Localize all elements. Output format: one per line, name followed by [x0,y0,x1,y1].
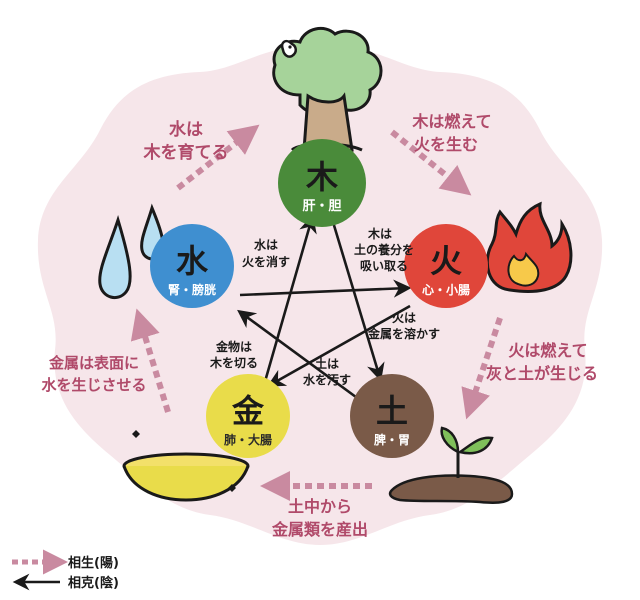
gen-label-fire-earth: 火は燃えて 灰と土が生じる [486,341,598,383]
element-earth: 土 脾・胃 [350,374,434,458]
element-fire-char: 火 [430,242,462,280]
arrow-water-to-wood [176,124,260,191]
legend: 相生(陽) 相克(陰) [12,549,119,591]
element-metal-char: 金 [231,392,265,430]
element-earth-char: 土 [376,392,408,430]
element-water-organs: 腎・膀胱 [168,282,216,297]
gold-bowl-illustration [122,430,250,502]
ctrl-label-earth-water: 土は 水を汚す [303,356,351,387]
gen-wood-fire-line2: 火を生む [414,135,478,154]
gen-water-wood-line1: 水は [169,119,203,140]
gen-fire-earth-line2: 灰と土が生じる [486,364,598,383]
ctrl-fire-metal-line2: 金属を溶かす [367,326,440,341]
element-fire-organs: 心・小腸 [422,282,470,297]
ctrl-label-fire-metal: 火は 金属を溶かす [367,311,440,341]
arrow-wood-controls-earth [328,211,385,382]
gen-metal-water-line2: 水を生じさせる [41,376,146,394]
arrow-fire-controls-metal [266,304,411,387]
ctrl-wood-earth-line2: 土の養分を [354,242,414,257]
gen-earth-metal-line2: 金属類を産出 [271,520,368,539]
element-water-char: 水 [176,242,209,280]
legend-controlling-label: 相克(陰) [68,575,119,591]
gen-label-earth-metal: 土中から 金属類を産出 [271,497,368,539]
ctrl-earth-water-line2: 水を汚す [303,372,351,387]
ctrl-metal-wood-line2: 木を切る [209,355,258,370]
ctrl-water-fire-line2: 火を消す [242,254,290,269]
element-wood-organs: 肝・胆 [302,199,341,214]
gen-label-wood-fire: 木は燃えて 火を生む [411,112,491,154]
ctrl-metal-wood-line1: 金物は [215,339,252,354]
element-wood-char: 木 [305,158,338,196]
legend-generating-label: 相生(陽) [68,555,119,571]
ctrl-water-fire-line1: 水は [254,237,278,252]
ctrl-label-metal-wood: 金物は 木を切る [209,339,258,370]
gen-earth-metal-line1: 土中から [288,497,352,516]
ctrl-wood-earth-line3: 吸い取る [360,259,408,273]
element-metal: 金 肺・大腸 [206,374,290,458]
arrow-earth-controls-water [237,309,361,402]
generating-arrows [130,124,503,501]
sprout-illustration [388,426,514,504]
element-water: 水 腎・膀胱 [150,224,234,308]
element-wood: 木 肝・胆 [278,139,366,227]
gen-water-wood-line2: 木を育てる [143,142,229,163]
arrow-water-controls-fire [239,279,412,298]
tree-illustration [272,26,383,152]
element-metal-organs: 肺・大腸 [224,432,272,447]
element-fire: 火 心・小腸 [404,224,488,308]
ctrl-label-wood-earth: 木は 土の養分を 吸い取る [354,226,414,273]
ctrl-wood-earth-line1: 木は [367,226,392,241]
arrow-metal-to-water [130,308,171,413]
fire-illustration [485,201,573,293]
gen-fire-earth-line1: 火は燃えて [508,341,587,360]
gen-wood-fire-line1: 木は燃えて [411,112,491,131]
gen-label-metal-water: 金属は表面に 水を生じさせる [41,354,146,394]
controlling-arrows [237,211,412,402]
arrow-metal-controls-wood [260,214,317,393]
ctrl-earth-water-line1: 土は [315,356,339,371]
arrow-wood-to-fire [390,129,472,196]
element-earth-organs: 脾・胃 [374,432,410,447]
gen-metal-water-line1: 金属は表面に [48,354,139,372]
arrow-fire-to-earth [461,317,503,420]
ctrl-label-water-fire: 水は 火を消す [242,237,290,269]
gen-label-water-wood: 水は 木を育てる [143,119,229,163]
ctrl-fire-metal-line1: 火は [392,311,416,325]
